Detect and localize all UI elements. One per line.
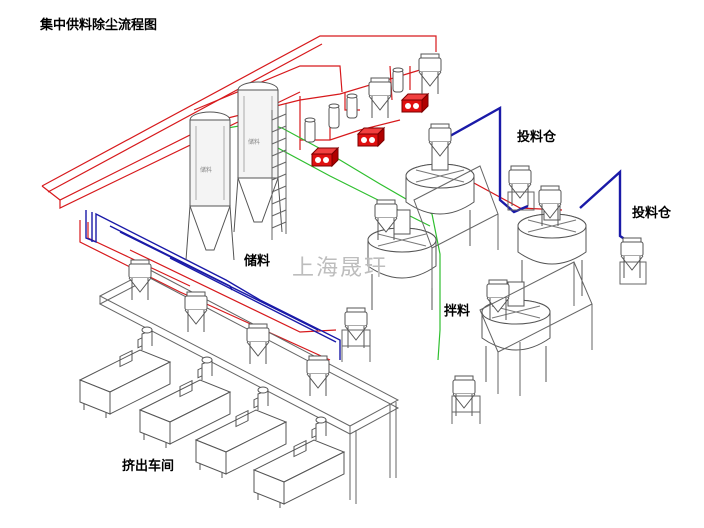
svg-text:储料: 储料 <box>248 138 260 146</box>
watermark: 上海晟玕 <box>292 256 389 281</box>
diagram-title: 集中供料除尘流程图 <box>40 18 158 33</box>
feed-bin-label-1: 投料仓 <box>517 130 557 145</box>
storage-silo-right: 储料 <box>233 81 283 233</box>
mixing-label: 拌料 <box>444 304 471 319</box>
dust-collector-units <box>304 53 442 167</box>
feed-bin-stands <box>341 191 647 424</box>
feed-bin-label-2: 投料仓 <box>632 206 672 221</box>
mixer-units <box>367 123 587 383</box>
silo-ladder <box>271 104 287 240</box>
extrusion-workshop-label: 挤出车间 <box>122 459 175 474</box>
storage-label: 储料 <box>244 254 271 269</box>
storage-silo-left: 储料 <box>185 111 235 261</box>
mixer-platforms <box>413 165 593 396</box>
svg-text:储料: 储料 <box>200 166 212 174</box>
